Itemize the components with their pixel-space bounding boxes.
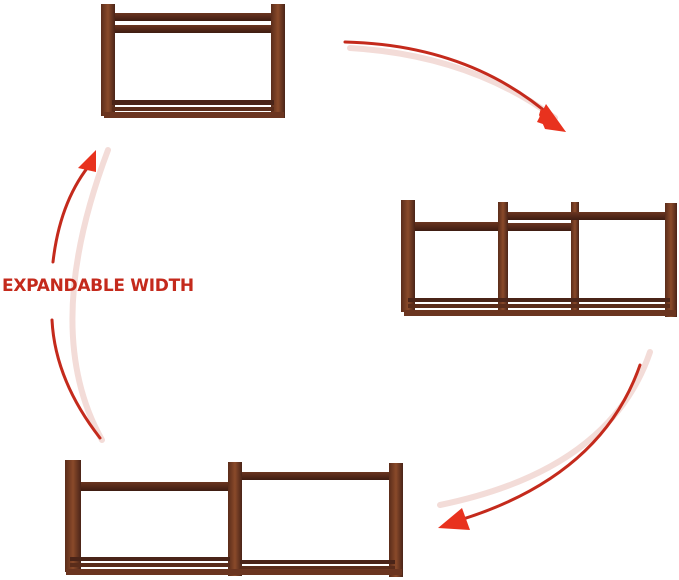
expandable-width-label: EXPANDABLE WIDTH (2, 276, 194, 296)
arrow-top-to-right-icon (343, 40, 566, 132)
arrow-left-upward-icon (50, 147, 111, 443)
arrow-right-to-bottom-icon (437, 349, 653, 530)
shelf-three-section (401, 200, 677, 317)
shelf-two-section (65, 460, 403, 577)
shelf-compact (101, 4, 285, 118)
